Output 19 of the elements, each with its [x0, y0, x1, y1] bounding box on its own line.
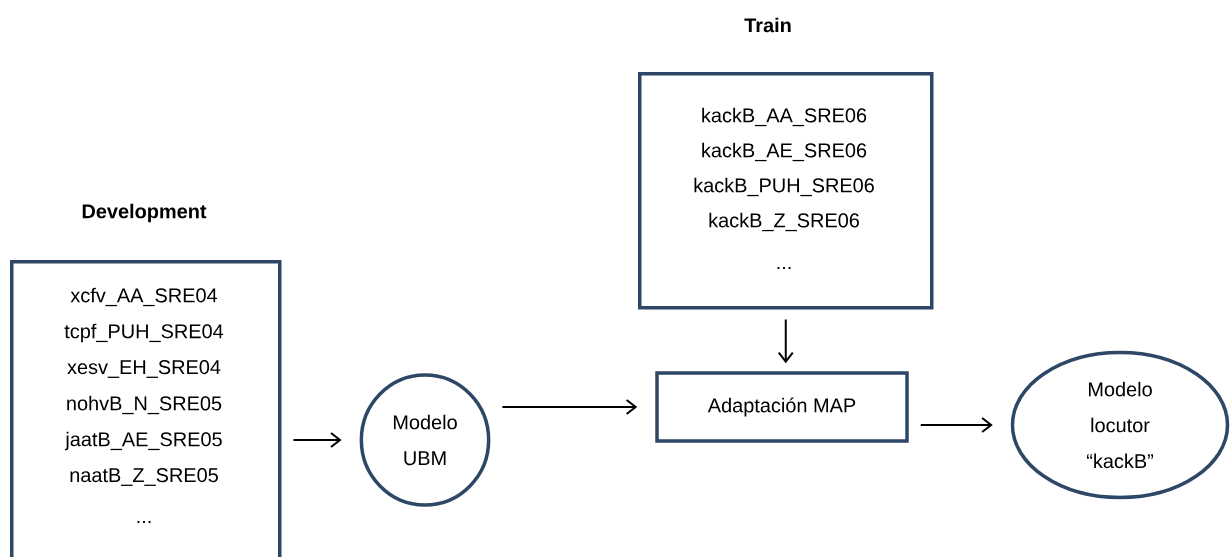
list-item: nohvB_N_SRE05: [67, 395, 222, 415]
list-item: kackB_PUH_SRE06: [694, 177, 874, 197]
heading: Development: [82, 203, 207, 223]
arrow: [919, 417, 993, 433]
list-item: jaatB_AE_SRE05: [64, 431, 222, 451]
list-item: xcfv_AA_SRE04: [70, 287, 218, 307]
arrow: [292, 432, 342, 448]
list-item: kackB_AE_SRE06: [702, 142, 867, 162]
list-item: tcpf_PUH_SRE04: [64, 323, 224, 343]
list-item: ...: [137, 520, 151, 524]
arrow: [501, 399, 638, 415]
list-item: kackB_AA_SRE06: [702, 107, 867, 127]
list-item: kackB_Z_SRE06: [709, 212, 859, 232]
arrow: [777, 318, 794, 364]
list-item: naatB_Z_SRE05: [70, 468, 218, 486]
process-box: Adaptación MAP: [655, 371, 909, 443]
list-item: ...: [777, 266, 791, 270]
heading: Train: [744, 17, 791, 33]
list-item: xesv_EH_SRE04: [67, 360, 221, 378]
